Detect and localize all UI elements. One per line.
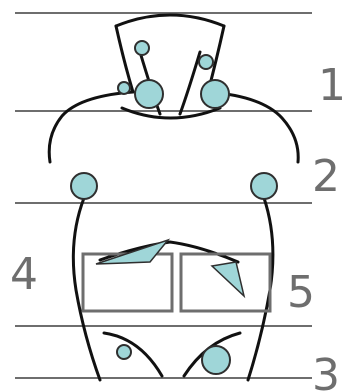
neck-right [180, 52, 200, 114]
node-inguinal-left [117, 345, 131, 359]
node-shape-zone-4 [96, 240, 168, 264]
node-axillary-left [71, 173, 97, 199]
node-shape-zone-5 [212, 262, 244, 296]
node-inguinal-right [202, 346, 230, 374]
node-cervical-small-left [118, 82, 130, 94]
node-cervical-right [201, 80, 229, 108]
node-submandibular-right [199, 55, 213, 69]
zone-label-5: 5 [287, 267, 315, 318]
head-contour [116, 15, 224, 26]
zone-label-2: 2 [312, 151, 340, 202]
groin-left [104, 333, 162, 376]
node-axillary-right [251, 173, 277, 199]
shoulder-left [49, 92, 133, 162]
zone-5-box [181, 254, 270, 311]
node-submandibular-left [135, 41, 149, 55]
zone-label-3: 3 [312, 350, 340, 392]
zone-label-4: 4 [10, 249, 38, 300]
zone-label-1: 1 [318, 60, 343, 111]
node-cervical-left [135, 80, 163, 108]
lymph-nodes [71, 41, 277, 374]
torso-left [73, 198, 100, 380]
collar-bone [122, 108, 220, 118]
